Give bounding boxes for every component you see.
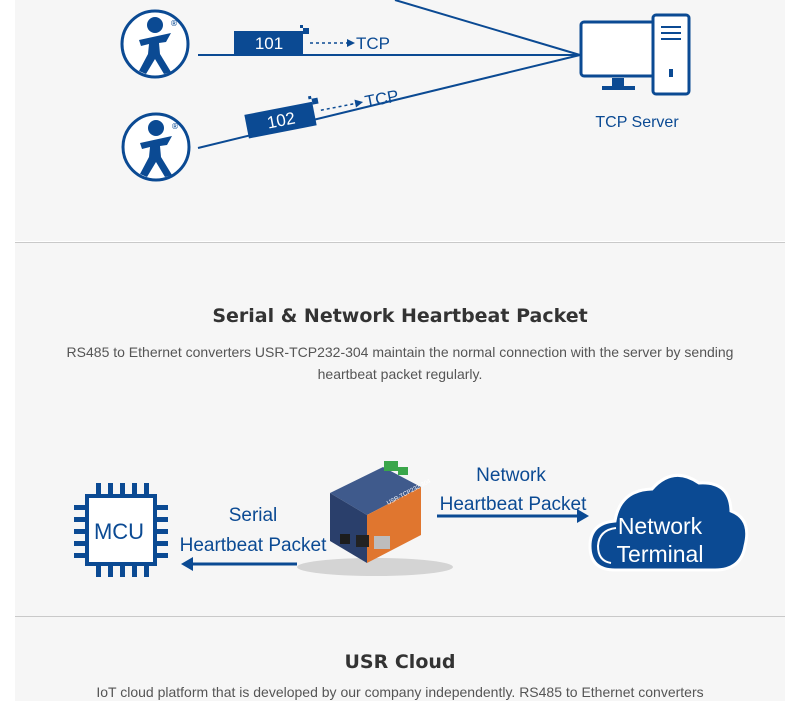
mcu-label: MCU	[94, 519, 144, 544]
person-icon: ®	[121, 112, 191, 182]
chip-icon	[74, 483, 168, 577]
cloud-icon	[588, 473, 749, 572]
packet-102: 102 TCP	[244, 86, 400, 139]
cloud-section: USR Cloud IoT cloud platform that is dev…	[15, 616, 785, 701]
serial-label: Heartbeat Packet	[180, 535, 328, 556]
section-title: USR Cloud	[344, 651, 456, 673]
terminal-label: Terminal	[617, 541, 704, 567]
packet-101: 101 TCP	[234, 25, 390, 55]
section-description: RS485 to Ethernet converters USR-TCP232-…	[66, 344, 734, 382]
packet-label: 101	[255, 34, 283, 53]
registered-mark: ®	[171, 122, 179, 131]
serial-label: Serial	[229, 505, 278, 526]
heartbeat-diagram: MCU Serial Heartbeat Packet USR-TCP232-3…	[74, 461, 749, 577]
tcp-diagram-panel: ® ® 101 TCP 102 TCP	[15, 0, 785, 241]
server-label: TCP Server	[595, 114, 679, 131]
person-icon: ®	[120, 9, 190, 79]
arrow-left-icon	[181, 557, 193, 571]
section-title: Serial & Network Heartbeat Packet	[212, 305, 588, 327]
terminal-label: Network	[618, 513, 703, 539]
registered-mark: ®	[170, 19, 178, 28]
section-description: IoT cloud platform that is developed by …	[96, 684, 704, 700]
protocol-label: TCP	[363, 86, 400, 111]
connection-line-3	[394, 0, 581, 56]
network-label: Network	[476, 465, 546, 486]
protocol-label: TCP	[356, 34, 390, 53]
converter-device-image: USR-TCP232-304	[297, 461, 453, 576]
network-label: Heartbeat Packet	[440, 494, 588, 515]
heartbeat-section: Serial & Network Heartbeat Packet RS485 …	[15, 242, 785, 617]
arrow-right-icon	[577, 509, 589, 523]
computer-icon	[579, 13, 691, 96]
tcp-diagram: ® ® 101 TCP 102 TCP	[120, 0, 691, 182]
